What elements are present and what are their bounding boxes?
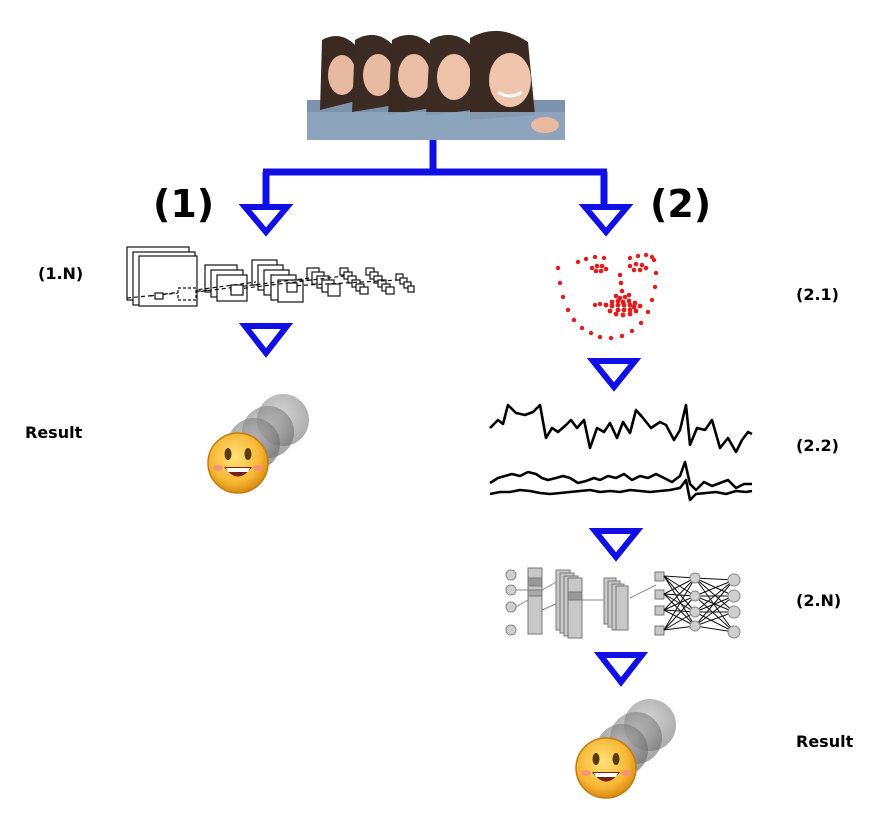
landmark-point <box>588 330 594 336</box>
smiling-emoji-icon <box>207 432 269 494</box>
landmark-point <box>635 253 641 259</box>
landmark-point <box>622 294 628 300</box>
landmark-point <box>555 265 561 271</box>
landmark-point <box>627 302 633 308</box>
landmark-point <box>615 298 621 304</box>
frame-4 <box>426 34 472 116</box>
arrow-down-icon <box>238 323 294 358</box>
arrow-down-icon <box>586 358 642 392</box>
result-emoji-left <box>207 394 309 494</box>
step-label-left-network: (1.N) <box>38 264 84 283</box>
landmark-point <box>583 256 589 262</box>
frame-3 <box>388 34 432 115</box>
landmark-point <box>598 268 604 274</box>
landmark-point <box>599 263 605 269</box>
landmark-point <box>560 294 566 300</box>
landmark-point <box>609 299 615 305</box>
landmark-point <box>601 255 607 261</box>
frame-1 <box>320 36 360 110</box>
branch-label-right: (2) <box>650 182 712 226</box>
landmark-point <box>626 292 632 298</box>
landmark-point <box>609 303 615 309</box>
facial-landmarks-icon <box>555 252 659 341</box>
smiling-emoji-icon <box>575 737 637 799</box>
landmark-point <box>621 307 627 313</box>
landmark-point <box>643 265 649 271</box>
landmark-point <box>626 298 632 304</box>
landmark-point <box>619 333 625 339</box>
landmark-point <box>649 297 655 303</box>
landmark-point <box>639 262 645 268</box>
landmark-point <box>617 272 623 278</box>
landmark-point <box>615 307 621 313</box>
landmark-point <box>603 302 609 308</box>
landmark-point <box>627 307 633 313</box>
step-label-right-network: (2.N) <box>796 591 842 610</box>
landmark-point <box>608 335 614 341</box>
signal-line-3 <box>489 478 753 502</box>
landmark-point <box>589 265 595 271</box>
step-label-landmarks: (2.1) <box>796 285 839 304</box>
step-label-left-result: Result <box>25 423 83 442</box>
frame-2 <box>352 34 395 112</box>
landmark-point <box>643 252 649 258</box>
arrow-down-icon <box>588 528 644 562</box>
landmark-point <box>593 268 599 274</box>
branch-label-left: (1) <box>153 182 215 226</box>
arrow-down-icon <box>593 652 649 687</box>
landmark-point <box>597 301 603 307</box>
landmark-point <box>619 288 625 294</box>
landmark-point <box>615 302 621 308</box>
landmark-point <box>592 302 598 308</box>
landmark-point <box>633 261 639 267</box>
landmark-point <box>613 293 619 299</box>
landmark-point <box>638 320 644 326</box>
landmark-point <box>637 303 643 309</box>
landmark-point <box>597 334 603 340</box>
landmark-point <box>621 302 627 308</box>
landmark-point <box>579 325 585 331</box>
branch-connector <box>262 140 608 205</box>
signal-line-1 <box>489 403 753 454</box>
landmark-point <box>557 280 563 286</box>
landmark-point <box>633 308 639 314</box>
landmark-point <box>637 267 643 273</box>
arrow-down-icon <box>238 204 294 237</box>
landmark-point <box>575 259 581 265</box>
landmark-point <box>632 300 638 306</box>
landmark-point <box>613 311 619 317</box>
landmark-point <box>631 267 637 273</box>
input-frames-photo <box>307 30 565 140</box>
landmark-point <box>629 328 635 334</box>
landmark-point <box>645 309 651 315</box>
signal-line-2 <box>489 460 752 492</box>
landmark-point <box>627 311 633 317</box>
step-label-signals: (2.2) <box>796 436 839 455</box>
result-emoji-right <box>575 699 676 799</box>
neural-network-icon <box>505 567 741 639</box>
landmark-point <box>631 304 637 310</box>
landmark-point <box>653 270 659 276</box>
landmark-point <box>627 255 633 261</box>
landmark-point <box>565 307 571 313</box>
time-series-signals-icon <box>489 403 753 502</box>
landmark-point <box>620 312 626 318</box>
landmark-point <box>607 308 613 314</box>
landmark-point <box>627 263 633 269</box>
arrow-down-icon <box>578 204 634 237</box>
cnn-architecture-icon <box>126 246 415 307</box>
landmark-point <box>594 263 600 269</box>
landmark-point <box>603 266 609 272</box>
landmark-point <box>652 284 658 290</box>
landmark-point <box>618 280 624 286</box>
step-label-right-result: Result <box>796 732 854 751</box>
landmark-point <box>592 254 598 260</box>
landmark-point <box>649 254 655 260</box>
landmark-point <box>571 317 577 323</box>
frame-5 <box>470 30 535 121</box>
